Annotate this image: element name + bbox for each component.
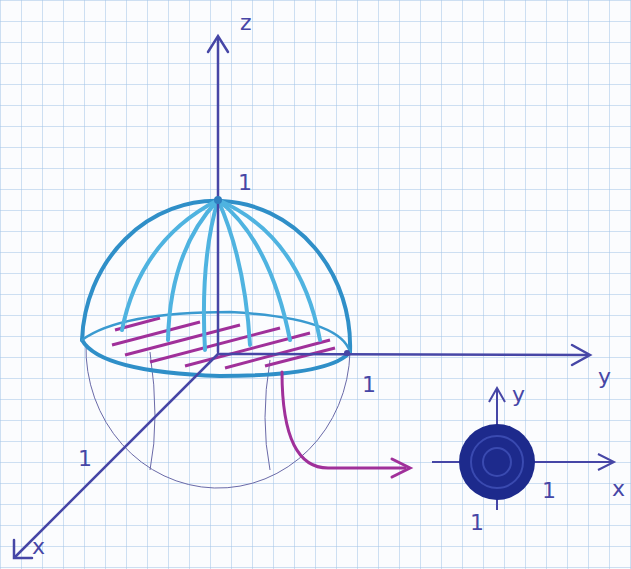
projected-disk <box>432 388 614 510</box>
top-point <box>214 196 222 204</box>
axis-name: y <box>598 366 611 388</box>
y-point <box>344 350 350 356</box>
hemisphere <box>82 201 350 376</box>
unit-mark: 1 <box>362 374 376 396</box>
unit-mark: 1 <box>238 172 252 194</box>
hatched-disk <box>112 318 335 368</box>
meridians <box>122 200 320 350</box>
axis-name: y <box>512 384 525 406</box>
unit-mark: 1 <box>542 480 556 502</box>
projection-arrow <box>282 372 410 477</box>
unit-mark: 1 <box>78 448 92 470</box>
axis-name: z <box>240 12 252 34</box>
axis-name: x <box>612 478 625 500</box>
axis-name: x <box>32 536 45 558</box>
axes <box>14 36 590 558</box>
unit-mark: 1 <box>470 512 484 534</box>
